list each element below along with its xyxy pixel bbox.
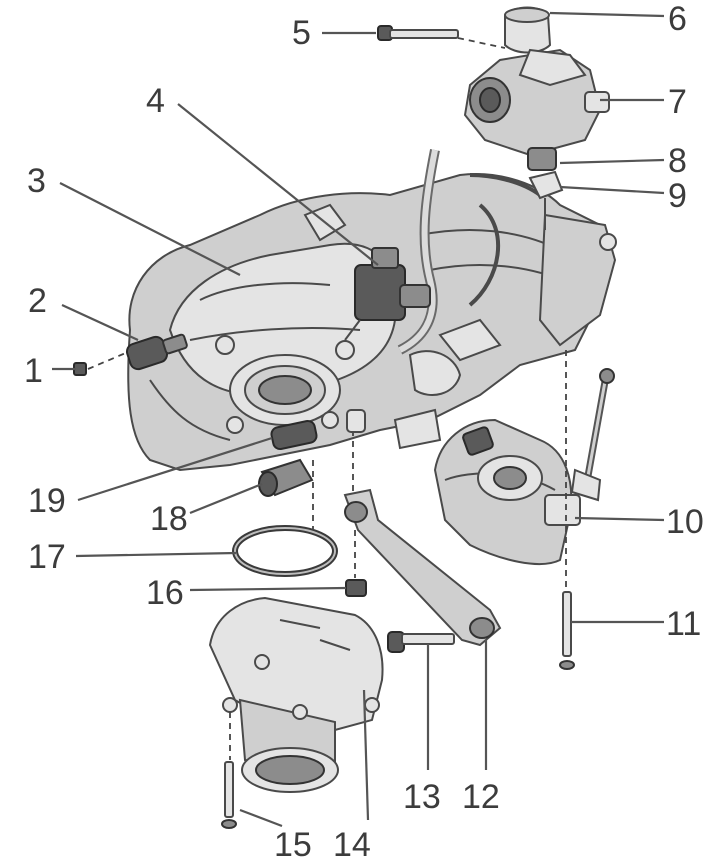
callout-labels: 1 2 3 4 5 6 7 8 9 10 11 12 13 14 15 16 1… [24, 0, 704, 864]
callout-19: 19 [28, 482, 66, 520]
fuel-pump-assembly [377, 6, 610, 230]
callout-8: 8 [668, 142, 687, 180]
callout-18: 18 [150, 500, 188, 538]
intake-manifold [127, 149, 617, 472]
bolt-13 [387, 631, 455, 653]
valve-4 [344, 247, 431, 341]
callout-11: 11 [666, 605, 701, 643]
link-arm-12 [343, 409, 502, 647]
callout-2: 2 [28, 282, 47, 320]
callout-9: 9 [668, 177, 687, 215]
callout-14: 14 [333, 826, 371, 864]
callout-10: 10 [666, 503, 704, 541]
leader-lines [52, 11, 665, 828]
bolt-1 [73, 351, 129, 376]
actuator-10 [433, 368, 615, 566]
fitting-18 [258, 458, 314, 497]
callout-1: 1 [24, 352, 43, 390]
callout-12: 12 [462, 778, 500, 816]
nut-16 [345, 579, 367, 597]
callout-16: 16 [146, 574, 184, 612]
throttle-body-14 [208, 596, 384, 793]
callout-15: 15 [274, 826, 312, 864]
sensor-19 [270, 419, 318, 451]
sensor-2 [125, 333, 188, 371]
callout-4: 4 [146, 82, 165, 120]
callout-3: 3 [27, 162, 46, 200]
callout-6: 6 [668, 0, 687, 38]
gasket-17 [232, 525, 338, 577]
callout-13: 13 [403, 778, 441, 816]
callout-17: 17 [28, 538, 66, 576]
bolt-11 [559, 591, 575, 670]
bolt-15 [221, 761, 237, 829]
callout-5: 5 [292, 14, 311, 52]
callout-7: 7 [668, 83, 687, 121]
